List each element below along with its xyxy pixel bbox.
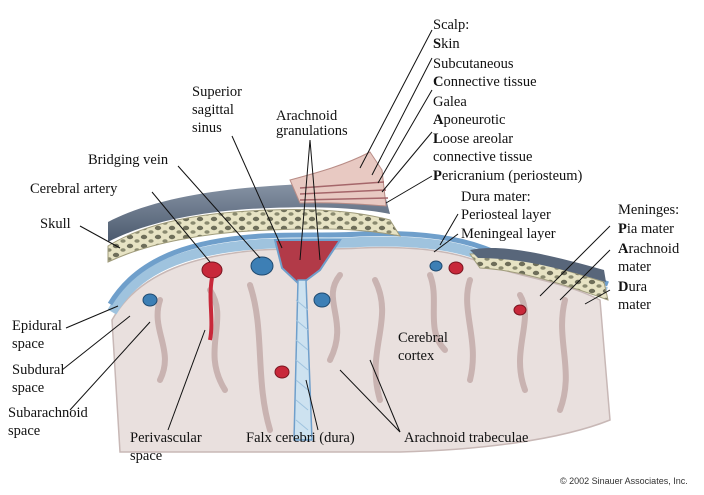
label-epidural-1: Epidural — [12, 318, 62, 334]
copyright-notice: © 2002 Sinauer Associates, Inc. — [560, 476, 688, 486]
scalp-right — [470, 248, 606, 282]
label-dura-mater-1: Dura — [618, 279, 647, 295]
label-subarachnoid-1: Subarachnoid — [8, 405, 88, 421]
label-loose-connective: connective tissue — [433, 149, 533, 165]
label-dura-header: Dura mater: — [461, 189, 531, 205]
label-loose-areolar: Loose areolar — [433, 131, 514, 147]
label-arachnoid-mater-2: mater — [618, 259, 652, 275]
cerebral-arteries — [201, 261, 527, 379]
bridging-veins — [142, 256, 443, 308]
falx-cerebri — [293, 279, 313, 441]
cerebral-cortex — [111, 246, 611, 453]
label-cerebral-cortex-2: cortex — [398, 348, 435, 364]
label-skin: Skin — [433, 36, 460, 52]
label-superior-1: Superior — [192, 84, 242, 100]
label-cerebral-artery: Cerebral artery — [30, 181, 118, 197]
label-connective-tissue: Connective tissue — [433, 74, 537, 90]
label-superior-2: sagittal — [192, 102, 234, 118]
label-perivascular-2: space — [130, 448, 163, 464]
label-superior-3: sinus — [192, 120, 222, 136]
label-falx: Falx cerebri (dura) — [246, 430, 355, 446]
label-trabeculae: Arachnoid trabeculae — [404, 430, 529, 446]
label-periosteal: Periosteal layer — [461, 207, 551, 223]
label-pericranium: Pericranium (periosteum) — [433, 168, 583, 184]
leader-lines — [61, 29, 611, 433]
label-subcutaneous: Subcutaneous — [433, 56, 514, 72]
falx-hatching — [295, 299, 309, 431]
label-meninges-header: Meninges: — [618, 202, 680, 218]
label-meningeal: Meningeal layer — [461, 226, 556, 242]
label-perivascular-1: Perivascular — [130, 430, 202, 446]
label-subarachnoid-2: space — [8, 423, 41, 439]
label-galea: Galea — [433, 94, 467, 110]
label-arachnoid-gran-1: Arachnoid — [276, 108, 338, 124]
superior-sagittal-sinus — [273, 239, 342, 287]
label-pia-mater: Pia mater — [618, 221, 674, 237]
label-skull: Skull — [40, 216, 71, 232]
label-cerebral-cortex-1: Cerebral — [398, 330, 448, 346]
label-subdural-1: Subdural — [12, 362, 65, 378]
label-arachnoid-mater-1: Arachnoid — [618, 241, 680, 257]
label-aponeurotic: Aponeurotic — [433, 112, 506, 128]
perivascular-vessel — [208, 277, 214, 341]
label-scalp-header: Scalp: — [433, 17, 470, 33]
label-bridging-vein: Bridging vein — [88, 152, 169, 168]
label-dura-mater-2: mater — [618, 297, 652, 313]
label-epidural-2: space — [12, 336, 45, 352]
gyri-folds — [154, 272, 569, 433]
label-subdural-2: space — [12, 380, 45, 396]
skull-bone — [107, 208, 402, 263]
label-arachnoid-gran-2: granulations — [276, 123, 348, 139]
